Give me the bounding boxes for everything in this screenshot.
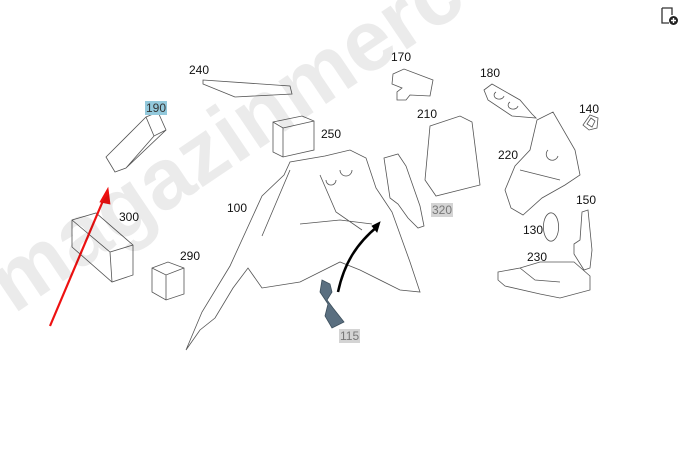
label-115[interactable]: 115 [339,329,361,343]
part-290[interactable] [151,261,185,301]
part-250[interactable] [272,115,315,158]
red-arrow-head [99,186,111,205]
part-210[interactable] [424,115,481,197]
part-220[interactable] [504,111,581,216]
part-180[interactable] [483,83,538,119]
label-300[interactable]: 300 [119,210,140,224]
part-140[interactable] [582,114,599,131]
label-320[interactable]: 320 [431,203,454,217]
label-170[interactable]: 170 [391,50,412,64]
label-190[interactable]: 190 [145,101,168,115]
black-arrow-head [371,221,381,233]
label-210[interactable]: 210 [417,107,438,121]
part-150[interactable] [573,209,593,271]
label-180[interactable]: 180 [480,66,501,80]
part-230[interactable] [497,261,591,299]
label-250[interactable]: 250 [321,127,342,141]
part-130[interactable] [543,212,559,242]
label-130[interactable]: 130 [523,223,544,237]
label-240[interactable]: 240 [189,63,210,77]
part-300[interactable] [71,212,134,283]
label-230[interactable]: 230 [527,250,548,264]
label-150[interactable]: 150 [576,193,597,207]
label-100[interactable]: 100 [227,201,248,215]
label-290[interactable]: 290 [180,249,201,263]
label-220[interactable]: 220 [498,148,519,162]
red-arrow [48,195,107,327]
part-320[interactable] [383,153,425,229]
part-115[interactable] [319,279,345,329]
label-140[interactable]: 140 [579,102,600,116]
part-170[interactable] [391,68,434,101]
page-add-icon[interactable] [659,6,679,26]
part-240[interactable] [202,79,293,98]
black-arrow [336,225,379,293]
part-190[interactable] [105,111,167,173]
part-100[interactable] [185,149,421,351]
